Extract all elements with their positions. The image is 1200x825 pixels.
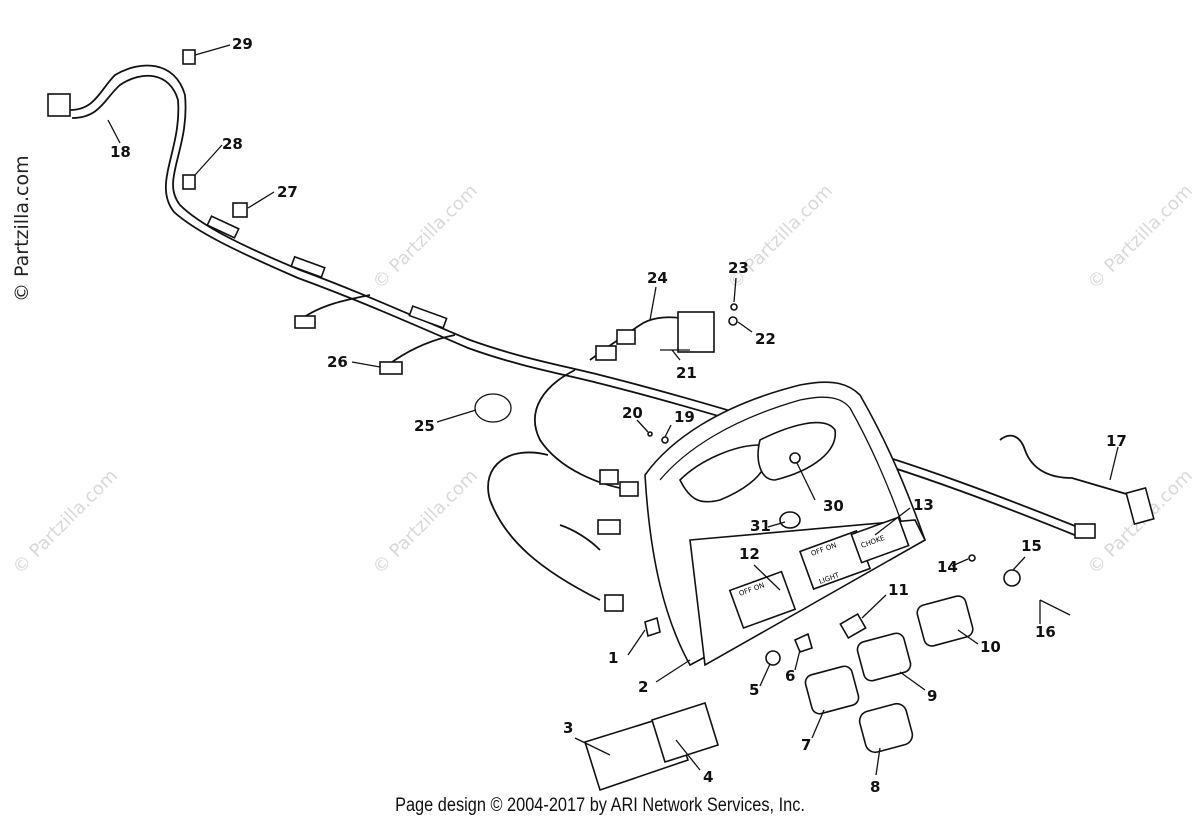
wiring-harness <box>47 49 1096 612</box>
connector-a <box>294 315 316 329</box>
callout-labels: 1 2 3 4 5 6 7 8 9 10 11 12 13 14 15 16 1… <box>110 35 1127 796</box>
small-parts <box>583 303 1155 792</box>
callout-19: 19 <box>674 408 695 426</box>
washer-23 <box>730 303 738 311</box>
callout-13: 13 <box>913 496 934 514</box>
callout-24: 24 <box>647 269 668 287</box>
callout-31: 31 <box>750 517 771 535</box>
lamp-30 <box>789 452 801 464</box>
knob-6 <box>793 632 813 653</box>
callout-30: 30 <box>823 497 844 515</box>
watermark-5: © Partzilla.com <box>369 465 482 578</box>
ring-25 <box>474 393 512 423</box>
connector-24a <box>595 345 617 361</box>
callout-16: 16 <box>1035 623 1056 641</box>
screw-19 <box>661 436 669 444</box>
callout-18: 18 <box>110 143 131 161</box>
callout-29: 29 <box>232 35 253 53</box>
grommet-5 <box>765 650 781 666</box>
callout-3: 3 <box>563 719 573 737</box>
bezel-9 <box>856 632 912 682</box>
watermark-4: © Partzilla.com <box>9 465 122 578</box>
clip-27 <box>232 202 248 218</box>
switch-11 <box>839 612 867 640</box>
callout-21: 21 <box>676 364 697 382</box>
nut-20 <box>647 431 653 437</box>
callout-11: 11 <box>888 581 909 599</box>
callout-5: 5 <box>749 681 759 699</box>
wire-16 <box>1039 599 1071 616</box>
callout-10: 10 <box>980 638 1001 656</box>
nut-22 <box>728 316 738 326</box>
callout-4: 4 <box>703 768 713 786</box>
decal-4 <box>651 701 719 764</box>
connector-end <box>1074 523 1096 539</box>
callout-20: 20 <box>622 404 643 422</box>
callout-12: 12 <box>739 545 760 563</box>
callout-25: 25 <box>414 417 435 435</box>
watermark-3: © Partzilla.com <box>1084 180 1197 293</box>
watermark-1: © Partzilla.com <box>369 180 482 293</box>
clip-29 <box>182 49 196 65</box>
bezel-10 <box>916 595 974 647</box>
callout-23: 23 <box>728 259 749 277</box>
cable-17 <box>999 434 1141 499</box>
callout-14: 14 <box>937 558 958 576</box>
callout-22: 22 <box>755 330 776 348</box>
watermarks: © Partzilla.com © Partzilla.com © Partzi… <box>9 155 1197 578</box>
page-footer: Page design © 2004-2017 by ARI Network S… <box>395 795 805 816</box>
part-1 <box>644 616 661 638</box>
callout-9: 9 <box>927 687 937 705</box>
callout-28: 28 <box>222 135 243 153</box>
clip-28 <box>182 174 196 190</box>
callout-27: 27 <box>277 183 298 201</box>
washer-15 <box>1003 569 1021 587</box>
callout-7: 7 <box>801 736 811 754</box>
leader-lines <box>107 44 1119 776</box>
screw-14 <box>968 554 976 562</box>
callout-17: 17 <box>1106 432 1127 450</box>
callout-1: 1 <box>608 649 618 667</box>
callout-8: 8 <box>870 778 880 796</box>
connector-26 <box>379 361 403 375</box>
callout-26: 26 <box>327 353 348 371</box>
dash-console: OFF ON OFF ON LIGHT CHOKE <box>644 381 927 667</box>
connector-18 <box>47 93 71 117</box>
callout-15: 15 <box>1021 537 1042 555</box>
bezel-7 <box>804 665 860 715</box>
relay-box <box>677 311 715 353</box>
callout-6: 6 <box>785 667 795 685</box>
watermark-left: © Partzilla.com <box>11 155 33 302</box>
callout-2: 2 <box>638 678 648 696</box>
gasket-8 <box>858 702 914 754</box>
connector-24b <box>616 329 636 345</box>
